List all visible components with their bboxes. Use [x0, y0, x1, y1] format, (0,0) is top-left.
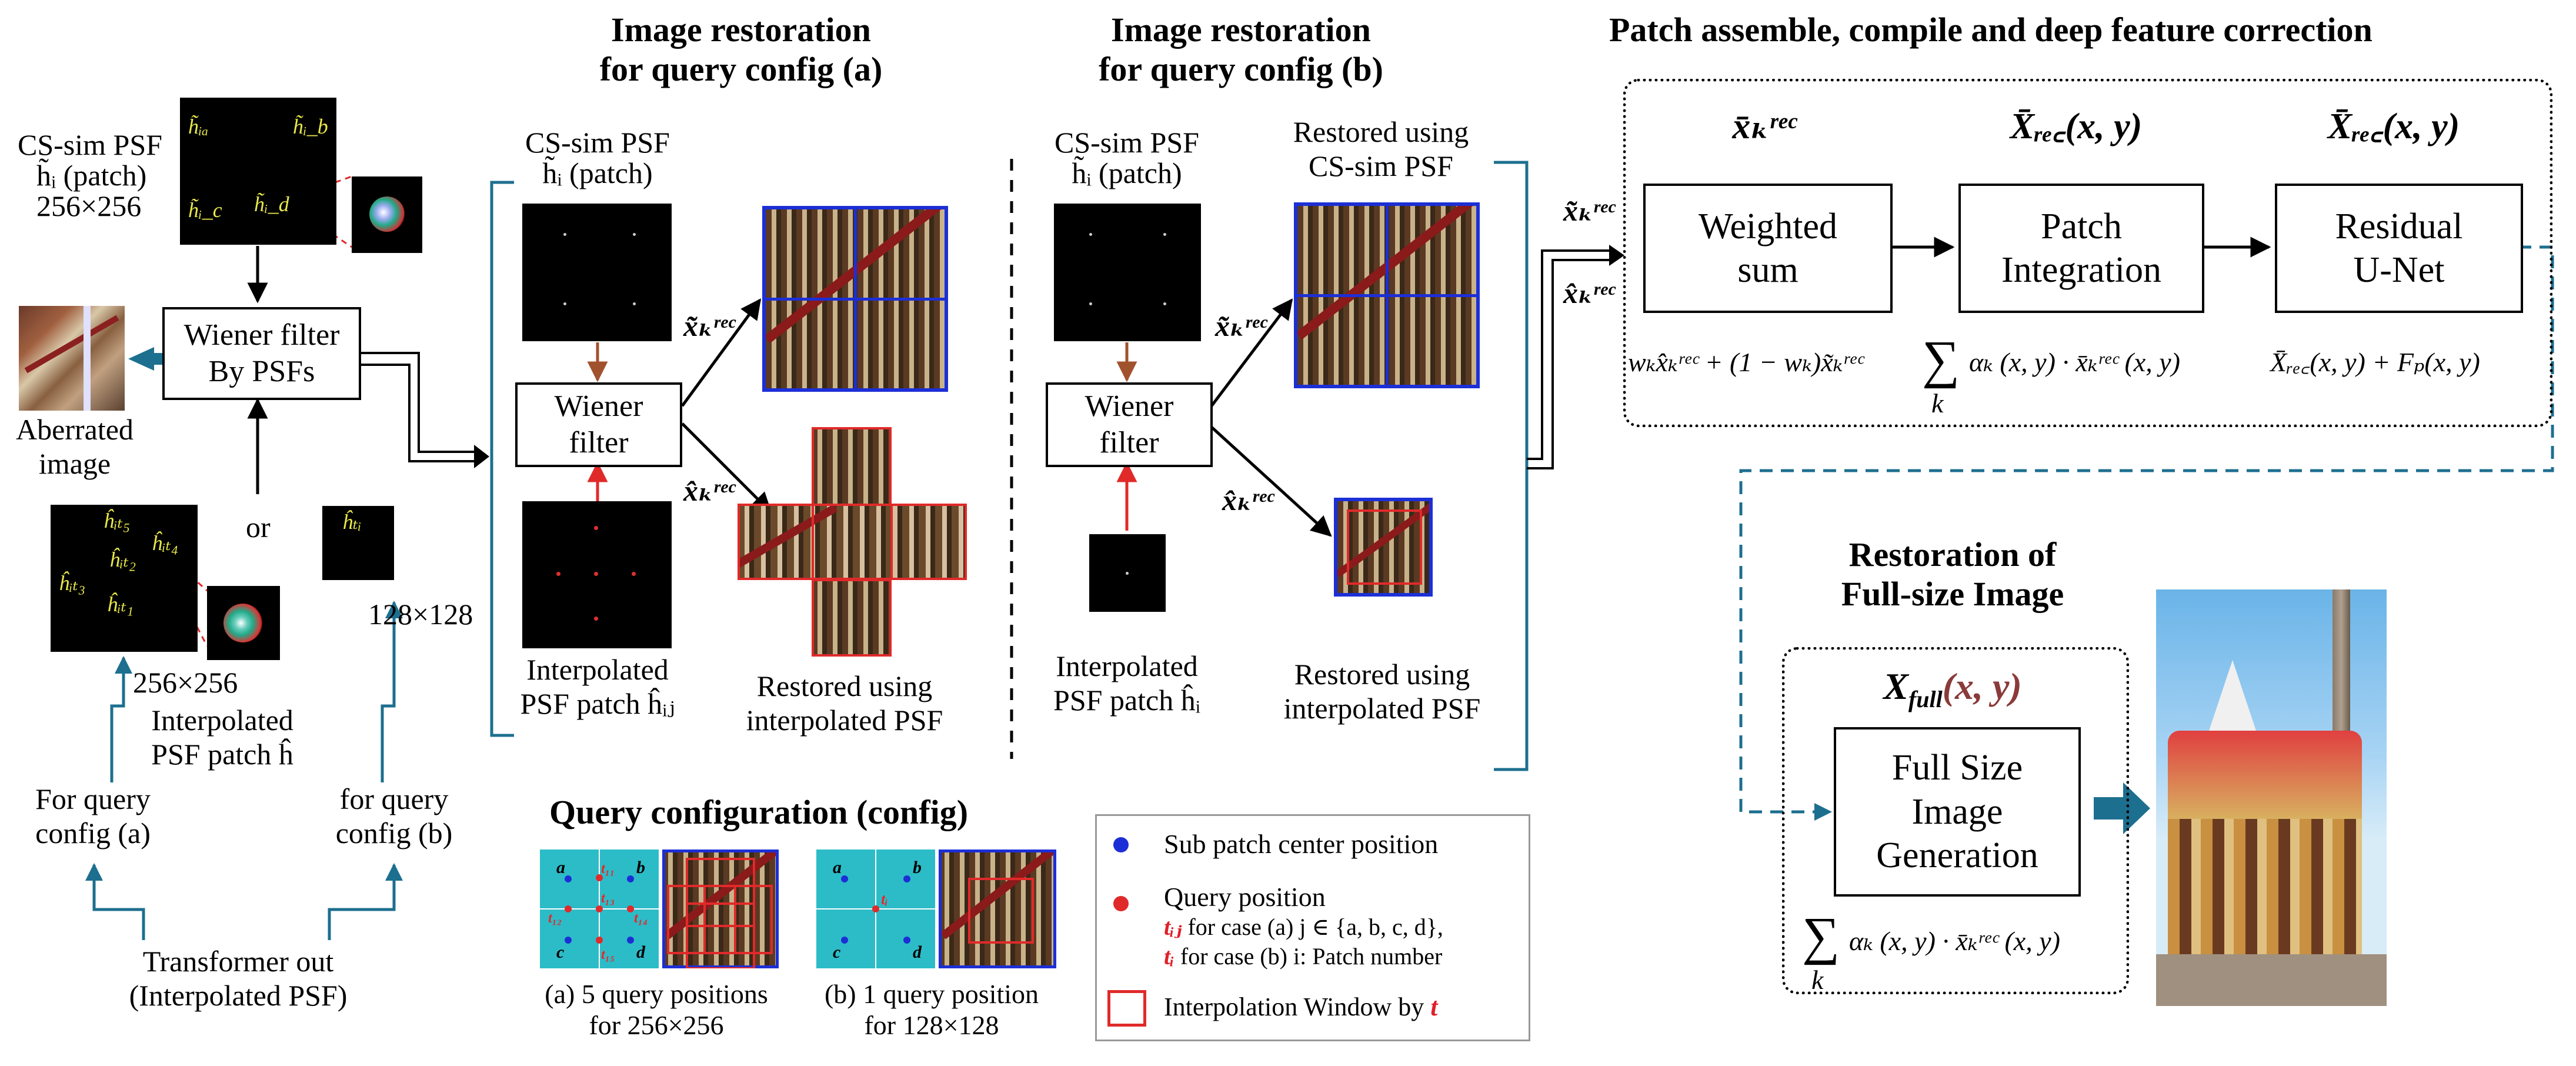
- header-query-config: Query configuration (config): [549, 793, 969, 831]
- assemble-col1-head: x̄ₖʳᵉᶜ: [1732, 106, 1797, 146]
- psf-label-it5: ĥᵢₜ₅: [104, 509, 131, 532]
- panel-a-x-hat: x̂ₖʳᵉᶜ: [683, 474, 736, 507]
- panel-b-x-tilde: x̃ₖʳᵉᶜ: [1215, 309, 1267, 342]
- interp-size: 256×256: [133, 666, 238, 699]
- fullsize-eq-sum: ∑: [1802, 907, 1840, 965]
- or-label: or: [246, 511, 271, 544]
- psf-label-it1: ĥᵢₜ₁: [107, 592, 134, 616]
- cs-sim-sub: h̃ᵢ (patch): [36, 159, 147, 192]
- aberrated-image: [19, 306, 125, 411]
- assemble-in-hat: x̂ₖʳᵉᶜ: [1563, 277, 1616, 309]
- fullsize-eq-sub: k: [1811, 965, 1824, 995]
- psf-label-ia: h̃ᵢₐ: [188, 115, 209, 138]
- panel-a-interp-psf: [522, 501, 672, 648]
- interp-psf-image: ĥᵢₜ₅ ĥᵢₜ₂ ĥᵢₜ₄ ĥᵢₜ₃ ĥᵢₜ₁: [51, 505, 198, 652]
- legend-red-line2: tᵢ for case (b) i: Patch number: [1164, 943, 1443, 970]
- panel-b-cs-title: CS-sim PSF: [1055, 126, 1199, 159]
- fullsize-eq: αₖ (x, y) · x̄ₖʳᵉᶜ (x, y): [1849, 926, 2060, 956]
- psf-label-ht: ĥₜᵢ: [342, 510, 362, 534]
- psf-label-id: h̃ᵢ_d: [254, 192, 289, 216]
- panel-b-restored-interp: [1334, 498, 1433, 597]
- panel-a-cs-sub: h̃ᵢ (patch): [542, 156, 653, 189]
- query-photo-b: [939, 850, 1056, 968]
- full-size-output-image: [2156, 589, 2387, 1006]
- legend-red-line1: tᵢⱼ for case (a) j ∈ {a, b, c, d},: [1164, 914, 1443, 940]
- panel-b-restored-cs: [1294, 202, 1480, 388]
- panel-b-cs-psf: [1054, 204, 1201, 341]
- legend-window-box: [1107, 990, 1146, 1027]
- psf-label-ic: h̃ᵢ_c: [188, 198, 222, 222]
- cs-sim-size: 256×256: [36, 189, 142, 222]
- assemble-eq2: αₖ (x, y) · x̄ₖʳᵉᶜ (x, y): [1969, 347, 2180, 377]
- query-grid-a: a b c d t₁₁ t₁₃ t₁₂ t₁₄ t₁₅: [540, 850, 659, 968]
- assemble-eq3: X̄ᵣₑ꜀(x, y) + Fₚ(x, y): [2270, 347, 2480, 377]
- legend-blue-dot: [1113, 837, 1129, 852]
- psf-label-it2: ĥᵢₜ₂: [109, 548, 136, 571]
- panel-a-cs-psf: [522, 204, 672, 341]
- cs-sim-psf-image: h̃ᵢₐ h̃ᵢ_b h̃ᵢ_c h̃ᵢ_d: [180, 98, 336, 245]
- psf-label-it3: ĥᵢₜ₃: [59, 571, 86, 595]
- legend-blue-label: Sub patch center position: [1164, 829, 1439, 859]
- panel-b-interp-psf: [1089, 534, 1166, 612]
- assemble-col3-head: X̄ᵣₑ꜀(x, y): [2327, 106, 2460, 146]
- psf-label-it4: ĥᵢₜ₄: [152, 531, 179, 555]
- ht-psf-image: ĥₜᵢ: [322, 506, 394, 580]
- assemble-eq2-sub: k: [1931, 388, 1944, 418]
- panel-a-cs-title: CS-sim PSF: [525, 126, 670, 159]
- panel-b-x-hat: x̂ₖʳᵉᶜ: [1222, 484, 1274, 517]
- assemble-panel: [1623, 79, 2552, 427]
- assemble-eq1: wₖx̂ₖʳᵉᶜ + (1 − wₖ)x̃ₖʳᵉᶜ: [1628, 347, 1863, 377]
- legend-red-title: Query position: [1164, 882, 1326, 912]
- cs-sim-title: CS-sim PSF: [18, 128, 162, 161]
- assemble-in-tilde: x̃ₖʳᵉᶜ: [1563, 194, 1616, 227]
- panel-a-restored-interp-h: [738, 504, 967, 580]
- panel-b-cs-sub: h̃ᵢ (patch): [1072, 156, 1182, 189]
- fullsize-head: Xfull(x, y): [1883, 665, 2022, 712]
- ht-size: 128×128: [368, 598, 473, 631]
- query-grid-b: a b c d tᵢ: [816, 850, 935, 968]
- query-photo-a: [662, 850, 779, 968]
- assemble-eq2-sum: ∑: [1922, 331, 1960, 389]
- arrow-aberrated-to-wiener: [128, 347, 165, 371]
- assemble-col2-head: X̄ᵣₑ꜀(x, y): [2010, 106, 2143, 146]
- legend-window-label: Interpolation Window by t: [1164, 992, 1438, 1021]
- legend-red-dot: [1113, 896, 1129, 911]
- legend-box: Sub patch center position Query position…: [1095, 814, 1530, 1041]
- fullsize-panel: [1782, 647, 2129, 994]
- transformer-label: Transformer out(Interpolated PSF): [129, 945, 348, 1012]
- psf-label-ib: h̃ᵢ_b: [293, 115, 328, 138]
- panel-a-x-tilde: x̃ₖʳᵉᶜ: [683, 309, 736, 342]
- panel-a-restored-cs: [762, 206, 948, 392]
- header-assemble: Patch assemble, compile and deep feature…: [1609, 11, 2373, 49]
- psf-zoom-interp: [207, 586, 280, 660]
- psf-zoom-a: [352, 176, 422, 253]
